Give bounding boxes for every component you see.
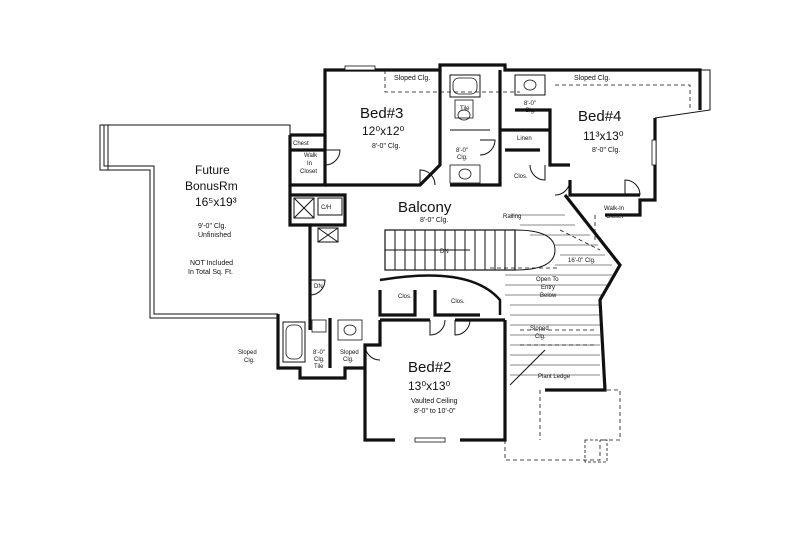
sloped-clg-bath-right-2: Clg. (343, 357, 354, 363)
bonus-ceiling: 9'-0" Clg. (198, 223, 226, 230)
clos-right-label: Clos. (451, 299, 465, 305)
sloped-clg-bed3: Sloped Clg. (394, 75, 430, 82)
dn-small-label: DN (314, 284, 323, 290)
bed4-dims: 11³x13⁰ (583, 129, 624, 143)
clos-bed4-label: Clos. (514, 174, 528, 180)
bed3-ceiling: 8'-0" Clg. (372, 143, 400, 150)
sloped-clg-stair-1: Sloped (530, 326, 549, 332)
windows (344, 65, 657, 443)
clos-left-label: Clos. (398, 294, 412, 300)
bath-lower-3: Tile (314, 364, 324, 370)
bed3-dims: 12⁰x12⁰ (362, 124, 405, 138)
tile-upper-label: Tile (460, 106, 470, 112)
bonus-room-outline (99, 124, 291, 319)
sloped-clg-stair-2: Clg. (535, 334, 546, 340)
balcony-ceiling: 8'-0" Clg. (420, 217, 448, 224)
railing-label: Railing (503, 214, 521, 220)
bath-lower-1: 8'-0" (313, 350, 325, 356)
bed2-ceiling-line1: Vaulted Ceiling (411, 398, 458, 405)
open-to-1: Open To (536, 277, 559, 283)
bonus-dims: 16⁵x19³ (195, 195, 237, 209)
clg-upper-b2: Clg. (457, 155, 468, 161)
sloped-clg-bath-left-1: Sloped (238, 350, 257, 356)
bed4-name: Bed#4 (578, 108, 621, 125)
bed2-name: Bed#2 (408, 359, 451, 376)
bonus-finish: Unfinished (198, 232, 231, 239)
bonus-note-line2: In Total Sq. Ft. (188, 269, 233, 276)
open-to-below-hatch (505, 214, 612, 386)
door-swings (309, 139, 641, 361)
walk-in-closet-bed4-1: Walk-In (604, 206, 624, 212)
ch-label: C/H (321, 205, 331, 211)
chest-label: Chest (293, 141, 309, 147)
bed2-dims: 13⁰x13⁰ (408, 379, 451, 393)
bonus-line1: Future (195, 163, 230, 177)
upper-bath-fixtures (449, 74, 546, 184)
clg-upper-b1: 8'-0" (456, 148, 468, 154)
open-to-3: Below (540, 293, 557, 299)
clg-upper-a2: Clg. (525, 108, 536, 114)
sloped-clg-bath-left-2: Clg. (244, 358, 255, 364)
walk-in-closet-bed3-3: Closet (300, 169, 317, 175)
clg-upper-a1: 8'-0" (524, 101, 536, 107)
bed3-name: Bed#3 (360, 105, 403, 122)
walk-in-closet-bed3-2: In (307, 161, 312, 167)
sloped-clg-bath-right-1: Sloped (340, 350, 359, 356)
lower-bath-fixtures (282, 319, 363, 363)
linen-label: Linen (517, 136, 532, 142)
sloped-clg-bed4: Sloped Clg. (574, 75, 610, 82)
bonus-note-line1: NOT Included (190, 260, 233, 267)
bed2-ceiling-line2: 8'-0" to 10'-0" (414, 408, 456, 415)
exterior-walls (276, 63, 702, 442)
plant-ledge-label: Plant Ledge (538, 374, 571, 380)
interior-walls (290, 70, 640, 368)
bed4-ceiling: 8'-0" Clg. (592, 147, 620, 154)
balcony-name: Balcony (398, 199, 452, 216)
dn-label: DN (440, 249, 449, 255)
walk-in-closet-bed4-2: Closet (606, 214, 623, 220)
clg-16-label: 16'-0" Clg. (568, 258, 596, 264)
staircase (379, 229, 556, 315)
walk-in-closet-bed3-1: Walk (304, 153, 318, 159)
bonus-line2: BonusRm (185, 179, 238, 193)
open-to-2: Entry (541, 285, 555, 291)
bath-lower-2: Clg. (314, 357, 325, 363)
